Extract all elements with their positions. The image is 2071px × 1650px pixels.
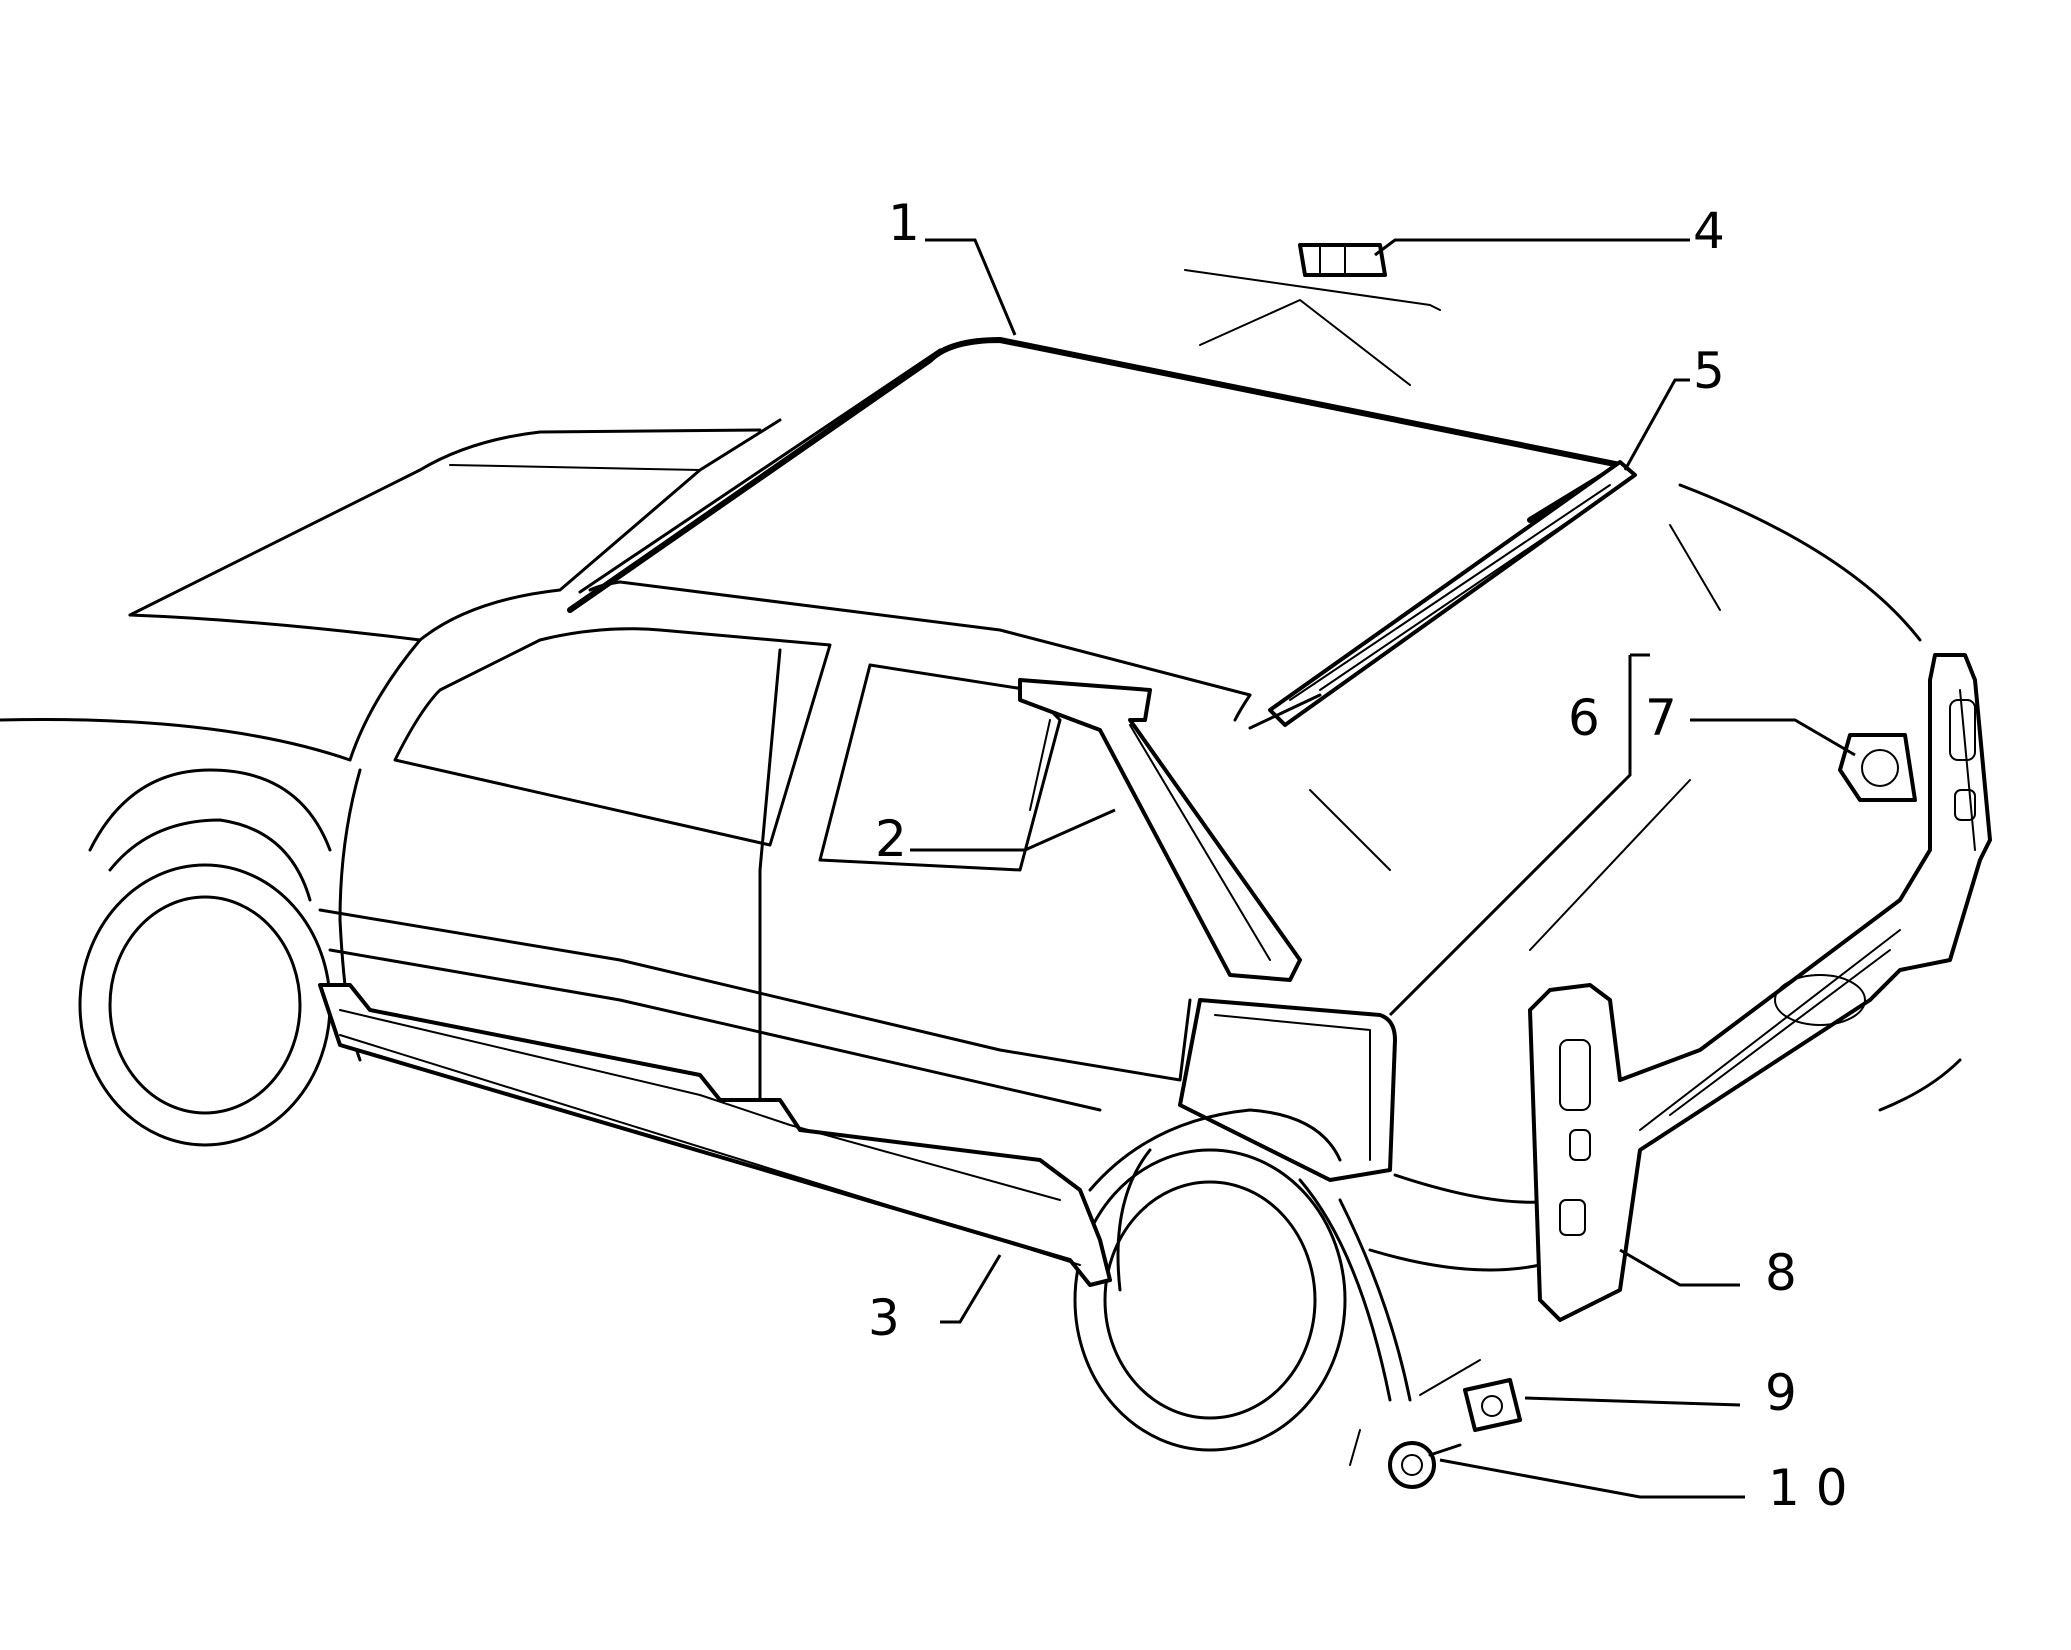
car-body-outline bbox=[0, 337, 1962, 1452]
roof-clip-part-4 bbox=[1298, 243, 1387, 277]
leader-9 bbox=[1524, 1396, 1741, 1407]
callout-8: 8 bbox=[1765, 1244, 1797, 1302]
leader-5 bbox=[1623, 378, 1690, 471]
callout-3: 3 bbox=[868, 1289, 900, 1347]
leader-1 bbox=[925, 238, 1017, 336]
sill-rocker-panel-part-3 bbox=[318, 983, 1112, 1287]
leader-10 bbox=[1439, 1458, 1745, 1499]
callout-9: 9 bbox=[1765, 1364, 1797, 1422]
leader-2 bbox=[910, 808, 1116, 852]
leader-3 bbox=[940, 1254, 1002, 1324]
callout-6: 6 bbox=[1568, 689, 1600, 747]
callout-2: 2 bbox=[875, 810, 907, 868]
leader-7 bbox=[1690, 718, 1856, 757]
clip-nut-part-9 bbox=[1463, 1378, 1522, 1432]
callout-labels: 1 2 3 4 5 6 7 8 9 1 0 bbox=[868, 194, 1848, 1517]
callout-7: 7 bbox=[1645, 689, 1677, 747]
callout-10: 1 0 bbox=[1768, 1459, 1848, 1517]
callout-5: 5 bbox=[1693, 342, 1725, 400]
part-4-guide-lines bbox=[1184, 269, 1441, 386]
callout-1: 1 bbox=[888, 194, 920, 252]
bracket-part-7 bbox=[1838, 733, 1917, 802]
callout-4: 4 bbox=[1693, 202, 1725, 260]
screw-part-10 bbox=[1388, 1441, 1462, 1489]
leader-8 bbox=[1619, 1248, 1740, 1287]
leader-lines bbox=[910, 238, 1856, 1499]
rear-panel-part-8 bbox=[1528, 653, 1992, 1322]
leader-6 bbox=[1388, 655, 1632, 1017]
fastener-guide-lines bbox=[1349, 1359, 1481, 1466]
leader-4 bbox=[1374, 238, 1690, 257]
